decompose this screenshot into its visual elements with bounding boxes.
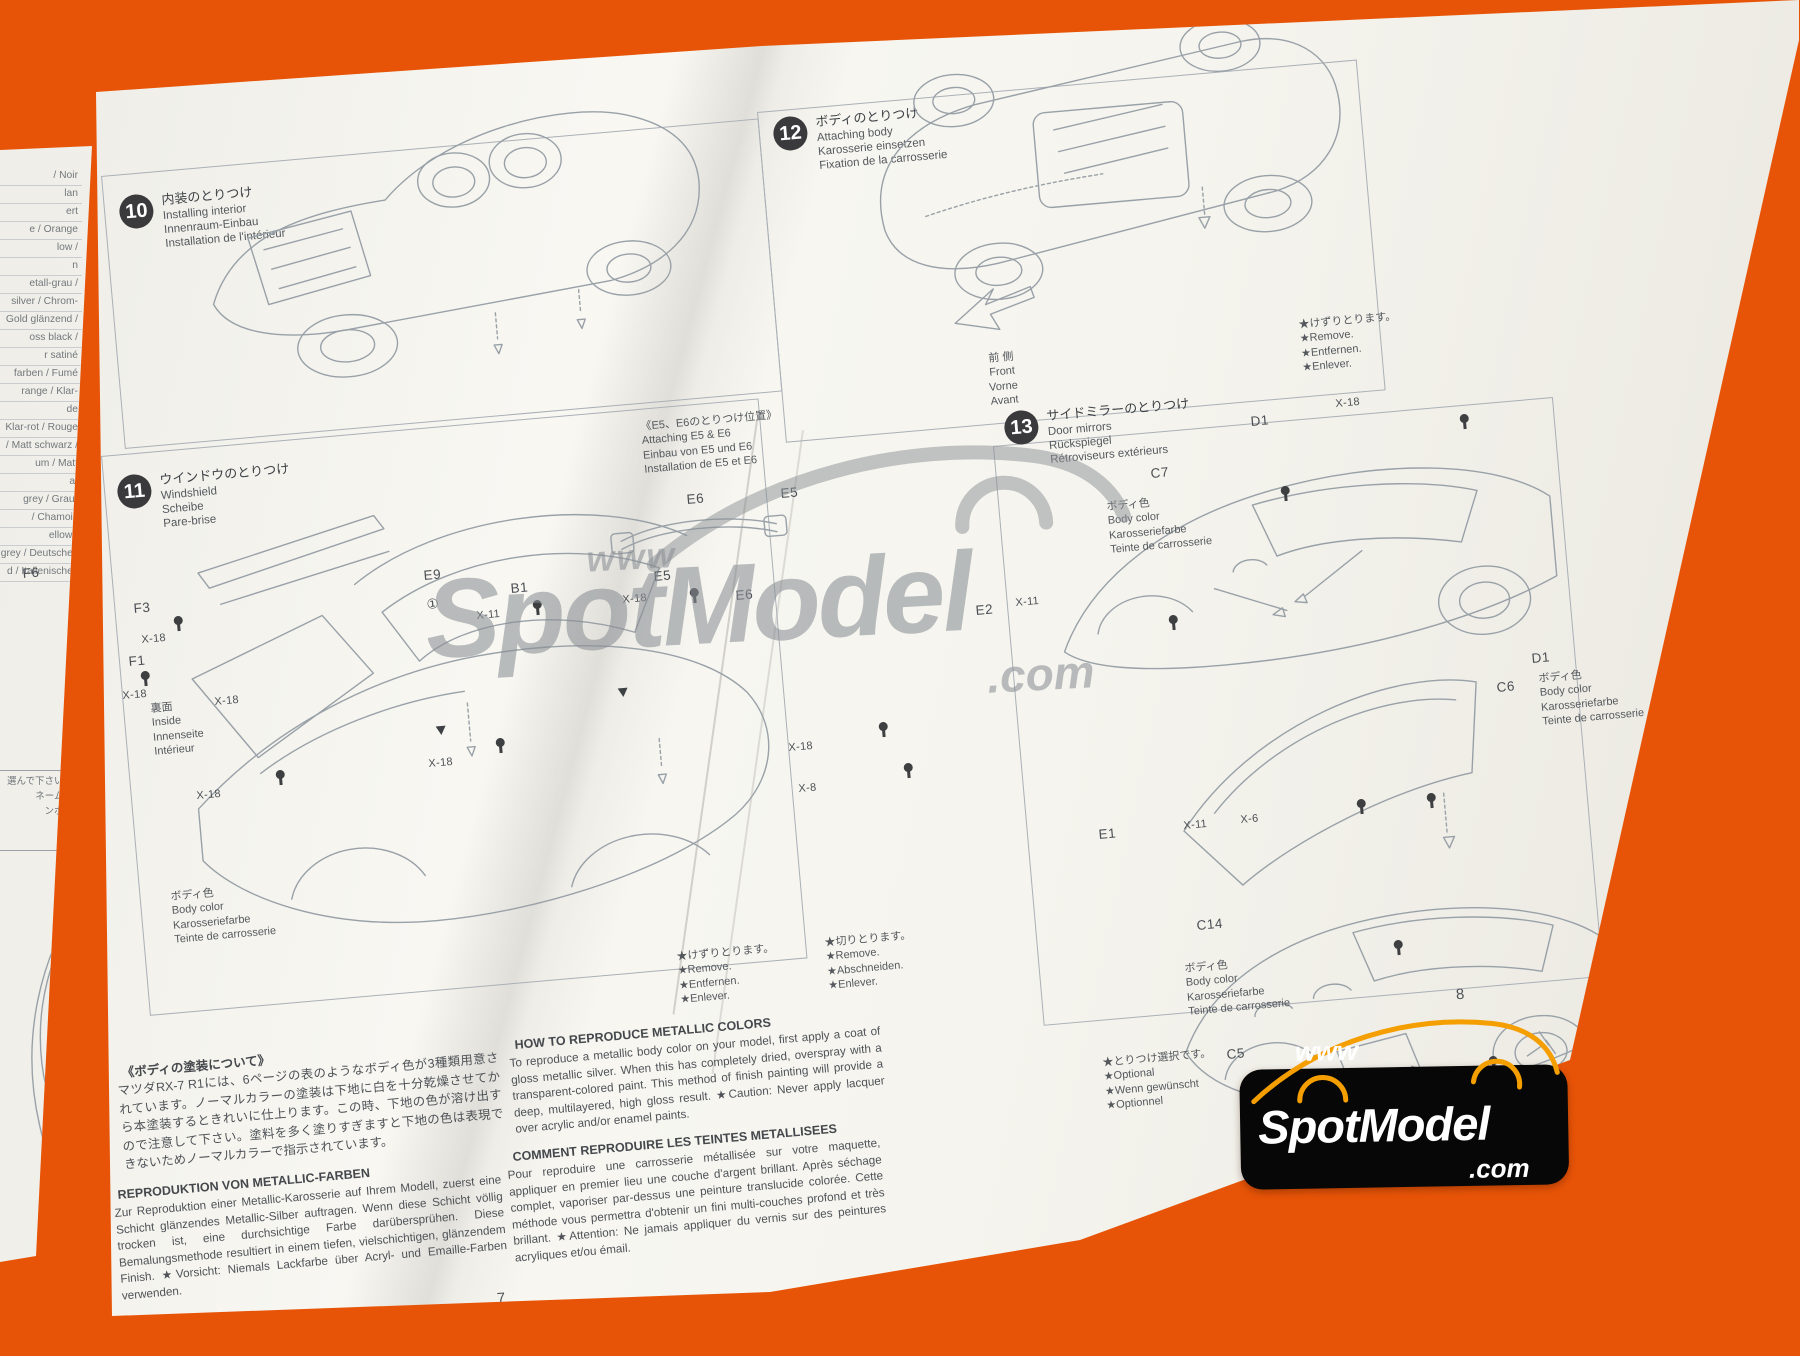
screw-icon <box>173 616 183 632</box>
screw-icon <box>1280 486 1290 502</box>
color-row: grey / Grau- <box>0 492 82 510</box>
color-row: grey / Deutsches <box>0 546 82 564</box>
logo-com: .com <box>1468 1152 1530 1184</box>
part-label-c7: C7 <box>1150 464 1170 481</box>
note-fragment: ンボル <box>44 806 73 818</box>
part-label-x18: X-18 <box>141 631 167 646</box>
part-label-x11: X-11 <box>1015 594 1040 609</box>
body-color-note: ボディ色 Body color Karosseriefarbe Teinte d… <box>170 881 277 947</box>
color-row: / Noir <box>0 168 82 186</box>
step12-illustration <box>820 0 1378 379</box>
screw-icon <box>495 738 505 754</box>
color-row: d / Italienisches <box>0 564 82 582</box>
page-number-left: 7 <box>496 1289 507 1308</box>
part-label-x11: X-11 <box>1183 817 1208 832</box>
color-row: um / Matt <box>0 456 82 474</box>
screw-icon <box>532 600 542 616</box>
front-arrow-icon <box>946 280 1041 350</box>
part-label-e9: E9 <box>423 566 442 583</box>
screw-icon <box>141 671 151 687</box>
circled-number-1: ① <box>426 595 440 612</box>
color-row: r satiné <box>0 348 82 366</box>
part-label-x8: X-8 <box>798 781 818 795</box>
part-label-b1: B1 <box>510 579 529 596</box>
step12-number-badge: 12 <box>772 115 809 152</box>
logo-car-outline-icon <box>1251 1019 1560 1105</box>
front-note: 前 側 Front Vorne Avant <box>986 349 1020 408</box>
part-label-x6: X-6 <box>1240 812 1260 826</box>
part-label-x18: X-18 <box>214 693 240 708</box>
arrow-marker <box>617 687 629 698</box>
part-label-c6: C6 <box>1496 678 1516 695</box>
part-label-e1: E1 <box>1098 825 1117 842</box>
logo-www: www <box>1294 1035 1359 1067</box>
spotmodel-logo: www SpotModel .com <box>1230 1002 1584 1226</box>
cut-note: ★切りとります。 ★Remove. ★Abschneiden. ★Enlever… <box>824 928 916 993</box>
body-color-note: ボディ色 Body color Karosseriefarbe Teinte d… <box>1538 663 1645 729</box>
part-label-f3: F3 <box>133 599 152 616</box>
screw-icon <box>1394 940 1404 956</box>
part-label-x11: X-11 <box>476 607 501 622</box>
part-label-d1: D1 <box>1250 412 1270 429</box>
screw-icon <box>690 588 700 604</box>
part-label-x18: X-18 <box>122 687 148 702</box>
step10-illustration <box>140 45 737 433</box>
color-row: etall-grau / <box>0 276 82 294</box>
part-label-e2: E2 <box>975 601 994 618</box>
note-fragment: ネーム。 <box>35 791 73 803</box>
color-row: ellow / <box>0 528 82 546</box>
optional-note: ★とりつけ選択です。 ★Optional ★Wenn gewünscht ★Op… <box>1102 1046 1216 1112</box>
e5e6-inset-title: 《E5、E6のとりつけ位置》 Attaching E5 & E6 Einbau … <box>640 408 781 477</box>
screw-icon <box>1459 414 1469 430</box>
part-label-x18: X-18 <box>428 755 454 770</box>
screw-icon <box>276 770 286 786</box>
color-row: ert <box>0 204 82 222</box>
color-row: Klar-rot / Rouge <box>0 420 82 438</box>
note-box-fragment: 選んで下さい。 ネーム。 ンボル <box>0 770 78 851</box>
undersheet-sketch <box>0 870 92 1209</box>
front-fr: Avant <box>990 393 1020 408</box>
part-label-e6: E6 <box>735 586 754 603</box>
color-row: range / Klar- <box>0 384 82 402</box>
part-label-f1: F1 <box>128 652 147 669</box>
part-label-x18: X-18 <box>622 591 648 606</box>
color-row: n <box>0 258 82 276</box>
part-label-f6: F6 <box>22 564 41 581</box>
remove-note: ★けずりとります。 ★Remove. ★Entfernen. ★Enlever. <box>676 941 779 1007</box>
color-row: silver / Chrom- <box>0 294 82 312</box>
part-label-c14: C14 <box>1196 915 1224 933</box>
inside-note: 裏面 Inside Innenseite Intérieur <box>150 698 206 759</box>
arrow-marker <box>435 725 447 736</box>
screw-icon <box>1668 678 1678 694</box>
part-label-x18: X-18 <box>1335 395 1361 410</box>
screw-icon <box>904 763 914 779</box>
color-row: lan <box>0 186 82 204</box>
screw-icon <box>1168 615 1178 631</box>
color-row: farben / Fumé <box>0 366 82 384</box>
color-row: oss black / <box>0 330 82 348</box>
page-number-right: 8 <box>1455 985 1466 1004</box>
color-row: Gold glänzend / <box>0 312 82 330</box>
color-row: de <box>0 402 82 420</box>
part-label-x18: X-18 <box>196 787 222 802</box>
part-label-d1: D1 <box>1531 649 1551 666</box>
color-row: at <box>0 474 82 492</box>
part-label-x18: X-18 <box>788 739 814 754</box>
body-color-note: ボディ色 Body color Karosseriefarbe Teinte d… <box>1106 491 1213 557</box>
screw-icon <box>878 722 888 738</box>
step13-hood-illustration <box>1130 617 1531 909</box>
color-row: e / Orange <box>0 222 82 240</box>
remove-note: ★けずりとります。 ★Remove. ★Entfernen. ★Enlever. <box>1298 309 1401 375</box>
part-label-e5: E5 <box>653 567 672 584</box>
color-chart-fragments: / Noir lan ert e / Orange low / n etall-… <box>0 168 82 582</box>
color-row: / Matt schwarz / <box>0 438 82 456</box>
logo-name: SpotModel <box>1257 1096 1490 1154</box>
step13-car-illustration <box>1020 383 1589 729</box>
color-row: low / <box>0 240 82 258</box>
note-fragment: 選んで下さい。 <box>6 776 73 787</box>
color-row: / Chamois <box>0 510 82 528</box>
screw-icon <box>1426 793 1436 809</box>
screw-icon <box>1357 799 1367 815</box>
